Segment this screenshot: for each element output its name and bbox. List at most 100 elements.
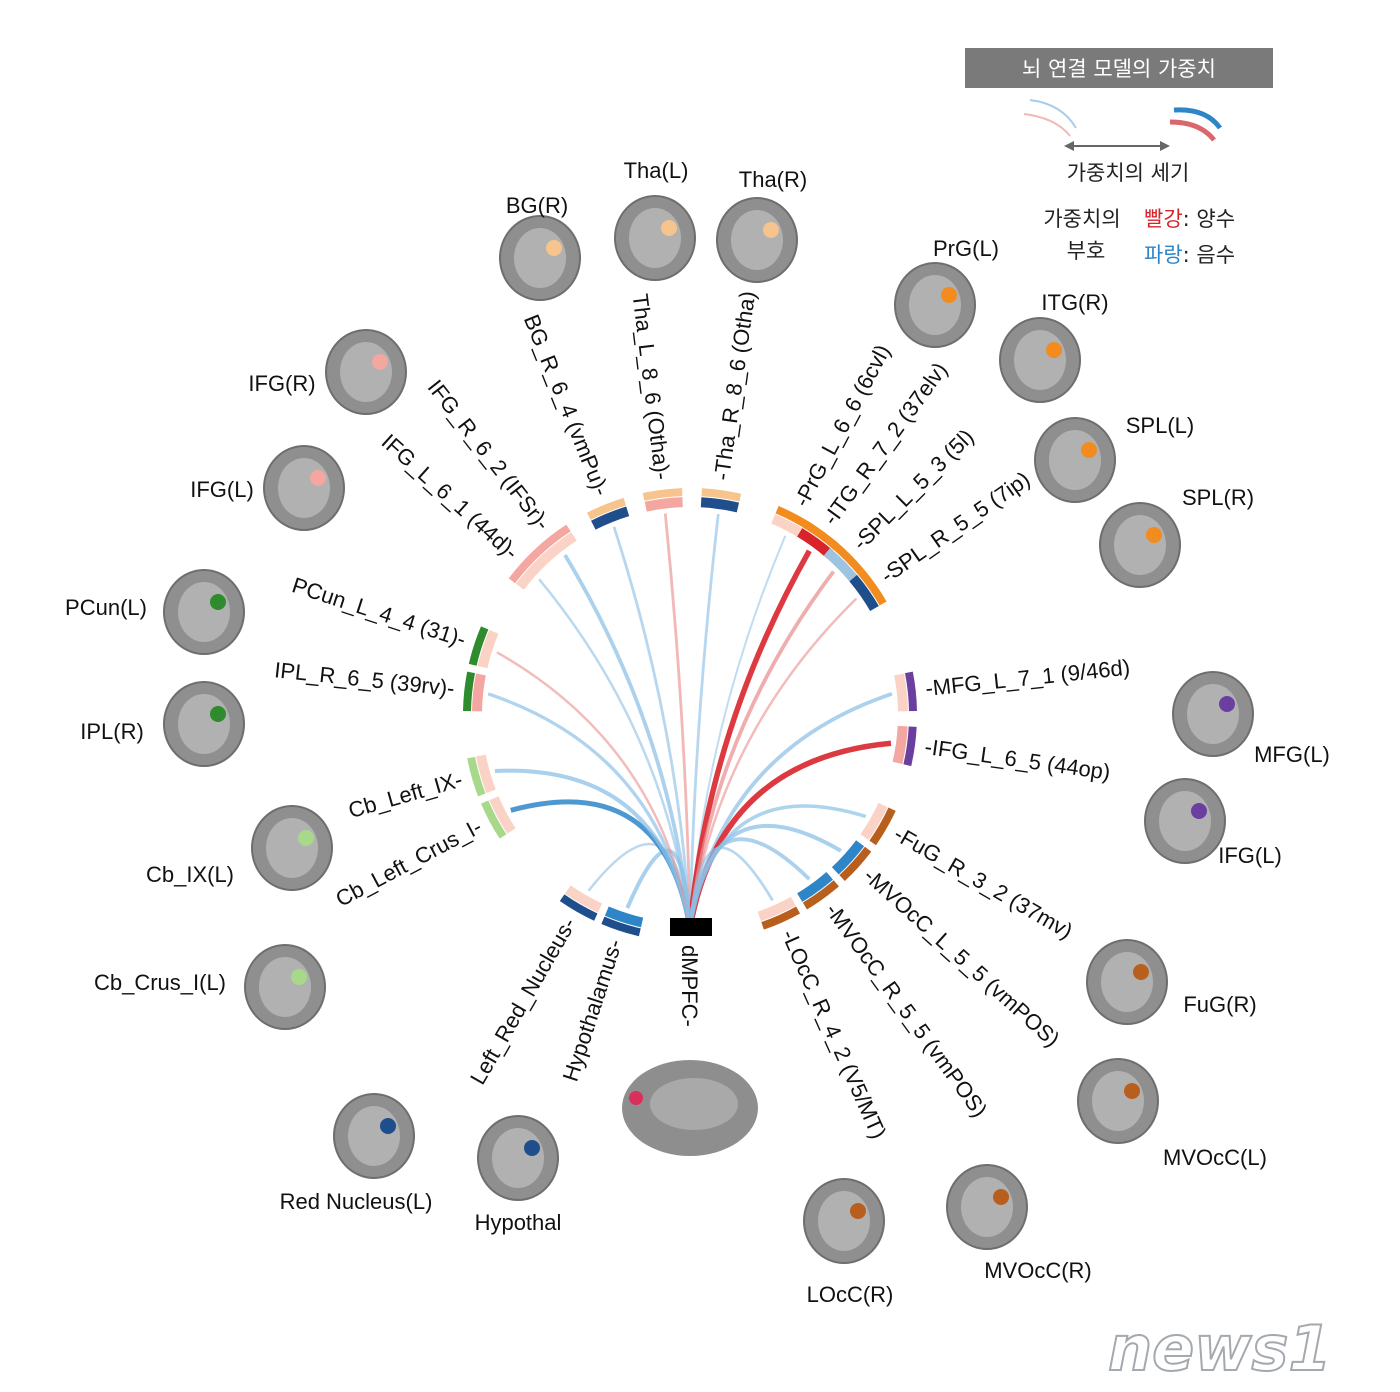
link-mvocc-r [688, 837, 811, 929]
hub-brain-inner [650, 1078, 738, 1130]
brain-thumbnail-locc-r [803, 1178, 885, 1264]
brain-inner-bg-r [514, 228, 566, 288]
arc-inner-spl-r [849, 574, 879, 612]
arc-outer-red-nucleus [559, 894, 598, 921]
legend-blue-meaning: : 음수 [1183, 243, 1235, 267]
arc-inner-mvocc-r [797, 871, 833, 902]
brain-inner-cb-crus [259, 957, 311, 1017]
brain-inner-cb-ix [266, 818, 318, 878]
brain-label-pcun-l: PCun(L) [65, 595, 147, 620]
brain-thumbnail-bg-r [499, 215, 581, 301]
arc-outer-bg-r [586, 497, 627, 520]
arc-inner-fug-r [860, 802, 888, 841]
brain-thumbnail-ifg-r [325, 329, 407, 415]
arc-outer-ifg-r [535, 524, 571, 555]
link-tha-r [688, 513, 720, 929]
brain-thumbnail-red-nucleus [333, 1093, 415, 1179]
node-label-ifg-l-op: -IFG_L_6_5 (44op) [923, 734, 1112, 785]
arc-inner-pcun-l [477, 629, 499, 669]
brain-thumbnail-fug-r [1086, 939, 1168, 1025]
arc-outer-ifg-l-44d [508, 548, 541, 584]
brain-thumbnail-spl-l [1034, 417, 1116, 503]
brain-thumbnail-pcun-l [163, 569, 245, 655]
brain-thumbnail-itg-r [999, 317, 1081, 403]
brain-label-ifg-l-op: IFG(L) [1218, 843, 1282, 868]
arc-outer-spl-r [857, 569, 887, 606]
brain-label-mvocc-r: MVOcC(R) [984, 1258, 1092, 1283]
arc-outer-tha-l [642, 488, 683, 501]
node-arcs [463, 488, 917, 937]
brain-roi-spl-r [1146, 527, 1162, 543]
brain-inner-locc-r [818, 1191, 870, 1251]
brain-label-bg-r: BG(R) [506, 193, 568, 218]
brain-thumbnail-mvocc-l [1077, 1058, 1159, 1144]
brain-roi-ipl-r [210, 706, 226, 722]
brain-inner-hypoth [492, 1128, 544, 1188]
hub-brain-thumbnail [622, 1060, 758, 1156]
arc-inner-mfg-l [894, 673, 908, 712]
brain-inner-mfg-l [1187, 684, 1239, 744]
brain-label-cb-ix: Cb_IX(L) [146, 862, 234, 887]
node-label-hypoth: Hypothalamus- [558, 936, 627, 1084]
arc-inner-ifg-l-op [892, 725, 908, 765]
arc-inner-bg-r [591, 506, 630, 530]
arc-outer-spl-l [830, 541, 864, 575]
link-bg-r [612, 526, 692, 929]
brain-thumbnail-cb-ix [251, 805, 333, 891]
brain-roi-prg-l [941, 287, 957, 303]
brain-label-mvocc-l: MVOcC(L) [1163, 1145, 1267, 1170]
brain-roi-itg-r [1046, 342, 1062, 358]
brain-roi-cb-ix [298, 830, 314, 846]
brain-thumbnail-prg-l [894, 262, 976, 348]
brain-thumbnail-tha-r [716, 197, 798, 283]
arc-outer-mfg-l [904, 671, 917, 712]
brain-label-cb-crus: Cb_Crus_I(L) [94, 970, 226, 995]
brain-roi-tha-r [763, 222, 779, 238]
brain-inner-ifg-r [340, 342, 392, 402]
link-pcun-l [496, 651, 692, 929]
brain-roi-hypoth [524, 1140, 540, 1156]
brain-inner-spl-l [1049, 430, 1101, 490]
arc-inner-ifg-l-44d [515, 555, 549, 590]
watermark: news1 [1108, 1312, 1332, 1385]
brain-inner-pcun-l [178, 582, 230, 642]
arc-inner-locc-r [757, 896, 796, 922]
legend-title-box [965, 48, 1273, 88]
legend-weak-blue-arc [1029, 99, 1077, 129]
arc-outer-ipl-r [463, 671, 476, 712]
node-label-pcun-l: PCun_L_4_4 (31)- [289, 572, 469, 652]
brain-roi-tha-l [661, 220, 677, 236]
brain-roi-ifg-l-op [1191, 803, 1207, 819]
legend-sign-label-2: 부호 [1067, 239, 1106, 263]
brain-roi-mvocc-r [993, 1189, 1009, 1205]
node-label-cb-crus: Cb_Left_Crus_I- [332, 814, 486, 912]
brain-roi-pcun-l [210, 594, 226, 610]
node-label-mfg-l: -MFG_L_7_1 (9/46d) [924, 655, 1131, 701]
brain-roi-cb-crus [291, 969, 307, 985]
legend-blue-word: 파랑 [1144, 243, 1183, 267]
legend: 뇌 연결 모델의 가중치 가중치의 세기 가중치의 부호 빨강: 양수 파랑: … [965, 48, 1273, 267]
brain-inner-prg-l [909, 275, 961, 335]
arc-outer-mvocc-l [839, 846, 872, 882]
node-label-bg-r: BG_R_6_4 (vmPu)- [519, 311, 615, 499]
arc-inner-tha-l [644, 497, 683, 512]
brain-inner-mvocc-l [1092, 1071, 1144, 1131]
brain-label-ipl-r: IPL(R) [80, 719, 144, 744]
brain-thumbnail-ifg-l-op [1144, 778, 1226, 864]
brain-label-spl-l: SPL(L) [1126, 413, 1194, 438]
brain-thumbnail-ipl-r [163, 681, 245, 767]
arc-inner-tha-r [700, 497, 740, 513]
connection-links [487, 513, 893, 929]
arc-outer-mvocc-r [802, 880, 839, 910]
brain-label-locc-r: LOcC(R) [807, 1282, 894, 1307]
arc-inner-spl-l [823, 547, 858, 582]
brain-roi-bg-r [546, 240, 562, 256]
brain-label-red-nucleus: Red Nucleus(L) [280, 1189, 433, 1214]
brain-label-ifg-l-44d: IFG(L) [190, 477, 254, 502]
arc-outer-cb-crus [481, 800, 507, 839]
brain-label-fug-r: FuG(R) [1183, 992, 1256, 1017]
brain-label-mfg-l: MFG(L) [1254, 742, 1330, 767]
brain-thumbnail-ifg-l-44d [263, 445, 345, 531]
